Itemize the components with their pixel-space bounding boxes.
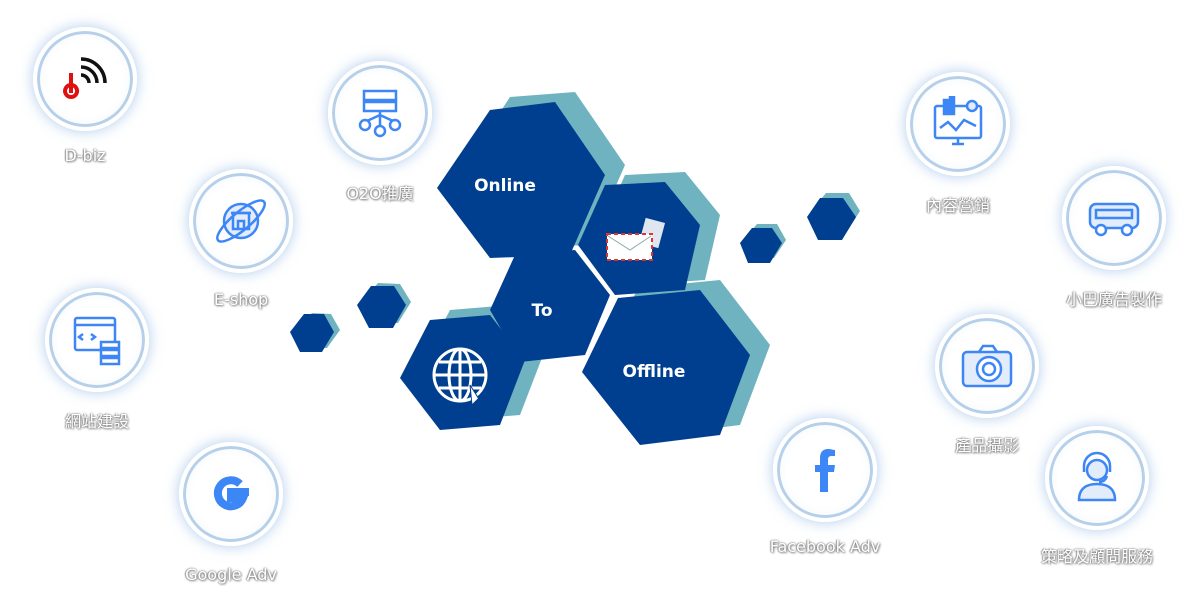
server-network-icon: [358, 89, 402, 138]
service-strategy-consulting[interactable]: [1045, 426, 1149, 530]
service-minibus-ad[interactable]: [1062, 166, 1166, 270]
offline-text: Offline: [623, 362, 686, 382]
service-e-shop[interactable]: [189, 169, 293, 273]
service-label: 策略及顧問服務: [1040, 547, 1154, 566]
shop-planet-icon: [216, 199, 266, 243]
service-d-biz[interactable]: [33, 27, 137, 131]
service-label: Facebook Adv: [769, 537, 881, 556]
minibus-icon: [1088, 202, 1140, 237]
hex-online: [437, 102, 605, 258]
service-content-marketing[interactable]: [906, 72, 1010, 176]
hex-globe: [400, 315, 525, 430]
service-label: Google Adv: [185, 565, 277, 584]
consultant-icon: [1077, 451, 1117, 502]
facebook-icon: [815, 449, 835, 492]
analytics-monitor-icon: [933, 96, 983, 146]
globe-cursor-icon: [432, 347, 488, 408]
service-label: E-shop: [213, 290, 269, 309]
online-text: Online: [474, 176, 536, 196]
service-label: 網站建設: [64, 412, 130, 431]
hex-to: [490, 250, 610, 362]
camera-icon: [961, 344, 1013, 388]
service-label: O2O推廣: [346, 184, 414, 203]
service-label: 內容營銷: [925, 196, 991, 215]
service-website[interactable]: [45, 288, 149, 392]
service-label: D-biz: [64, 146, 106, 165]
to-text: To: [531, 301, 552, 321]
service-product-photography[interactable]: [935, 314, 1039, 418]
service-facebook-adv[interactable]: [773, 418, 877, 522]
service-google-adv[interactable]: [179, 442, 283, 546]
website-code-icon: [73, 316, 121, 366]
service-label: 產品攝影: [954, 436, 1020, 455]
service-o2o[interactable]: [328, 61, 432, 165]
d-biz-logo-icon: [63, 57, 107, 99]
service-label: 小巴廣告製作: [1065, 290, 1163, 309]
envelope-icon: [606, 217, 666, 261]
hex-offline: [582, 290, 750, 445]
google-icon: [213, 476, 249, 511]
